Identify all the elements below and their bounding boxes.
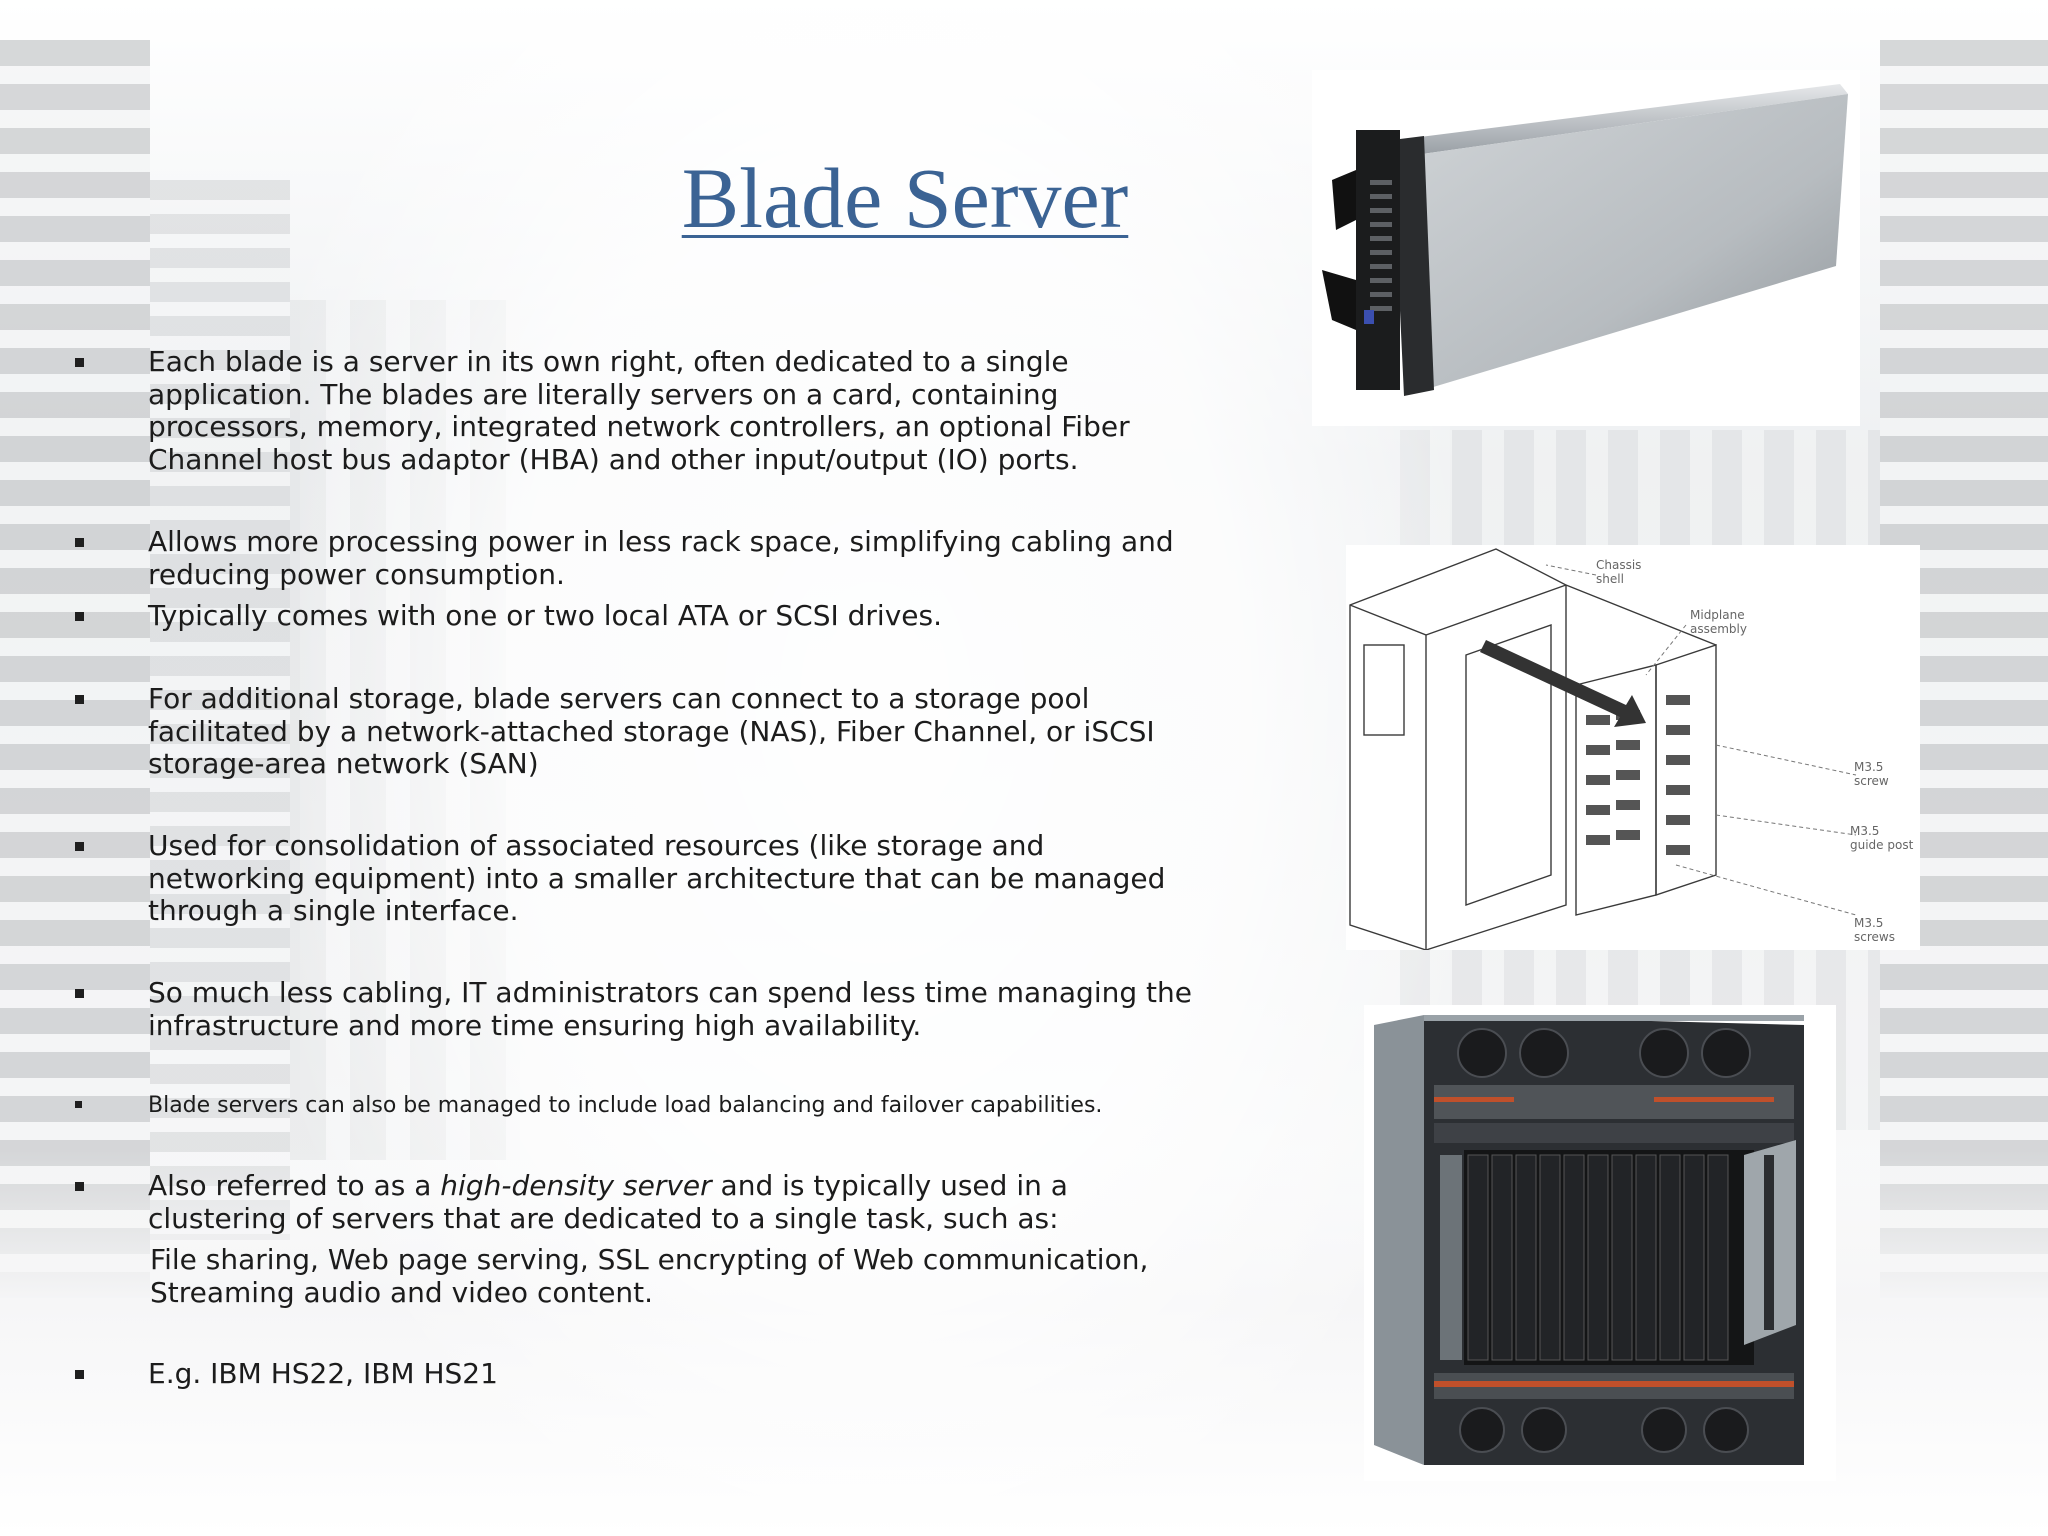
diagram-label-screw-line1: M3.5 [1854, 760, 1883, 774]
bullet-text-suffix: and is typically used in a clustering of… [148, 1169, 1068, 1235]
bullet-text: Typically comes with one or two local AT… [148, 599, 942, 632]
blade-chassis-illustration [1374, 1015, 1804, 1465]
chassis-diagram-illustration: Chassis shell Midplane assembly M3.5 scr… [1349, 548, 1914, 950]
bullet-marker [75, 358, 84, 367]
bullet-marker [75, 1101, 82, 1108]
bullet-marker [75, 1370, 84, 1379]
slide-title: Blade Server [681, 150, 1129, 246]
chassis-assembly-diagram: Chassis shell Midplane assembly M3.5 scr… [1346, 545, 1920, 950]
diagram-label-screws-line2: screws [1854, 930, 1895, 944]
bullet-text: Blade servers can also be managed to inc… [148, 1093, 1103, 1118]
diagram-label-screw-line2: screw [1854, 774, 1889, 788]
bullet-text: Allows more processing power in less rac… [148, 525, 1174, 591]
blade-chassis-photo [1364, 1005, 1836, 1481]
bullet-text: Each blade is a server in its own right,… [148, 345, 1130, 476]
bullet-text: For additional storage, blade servers ca… [148, 682, 1155, 780]
bullet-text: Used for consolidation of associated res… [148, 829, 1166, 927]
bullet-text: E.g. IBM HS22, IBM HS21 [148, 1357, 498, 1390]
diagram-label-chassis-line2: shell [1596, 572, 1624, 586]
server-rack-left-far [0, 40, 150, 1300]
bullet-marker [75, 538, 84, 547]
background-haze [300, 0, 1450, 1536]
bullet-text-emphasis: high-density server [440, 1169, 712, 1202]
bullet-marker [75, 989, 84, 998]
diagram-label-guide-line2: guide post [1850, 838, 1914, 852]
diagram-label-midplane-line2: assembly [1690, 622, 1747, 636]
diagram-label-screws-line1: M3.5 [1854, 916, 1883, 930]
bullet-text-prefix: Also referred to as a [148, 1169, 441, 1202]
server-rack-left-mid [150, 180, 290, 1240]
subtext-examples: File sharing, Web page serving, SSL encr… [150, 1243, 1149, 1309]
diagram-label-midplane-line1: Midplane [1690, 608, 1745, 622]
bullet-marker [75, 842, 84, 851]
diagram-label-guide-line1: M3.5 [1850, 824, 1879, 838]
bullet-marker [75, 695, 84, 704]
blade-server-photo [1312, 70, 1860, 426]
bullet-text: So much less cabling, IT administrators … [148, 976, 1192, 1042]
bullet-marker [75, 612, 84, 621]
blade-server-illustration [1322, 84, 1848, 396]
diagram-label-chassis-line1: Chassis [1596, 558, 1641, 572]
bullet-text: Also referred to as a high-density serve… [148, 1169, 1208, 1235]
bullet-marker [75, 1182, 84, 1191]
